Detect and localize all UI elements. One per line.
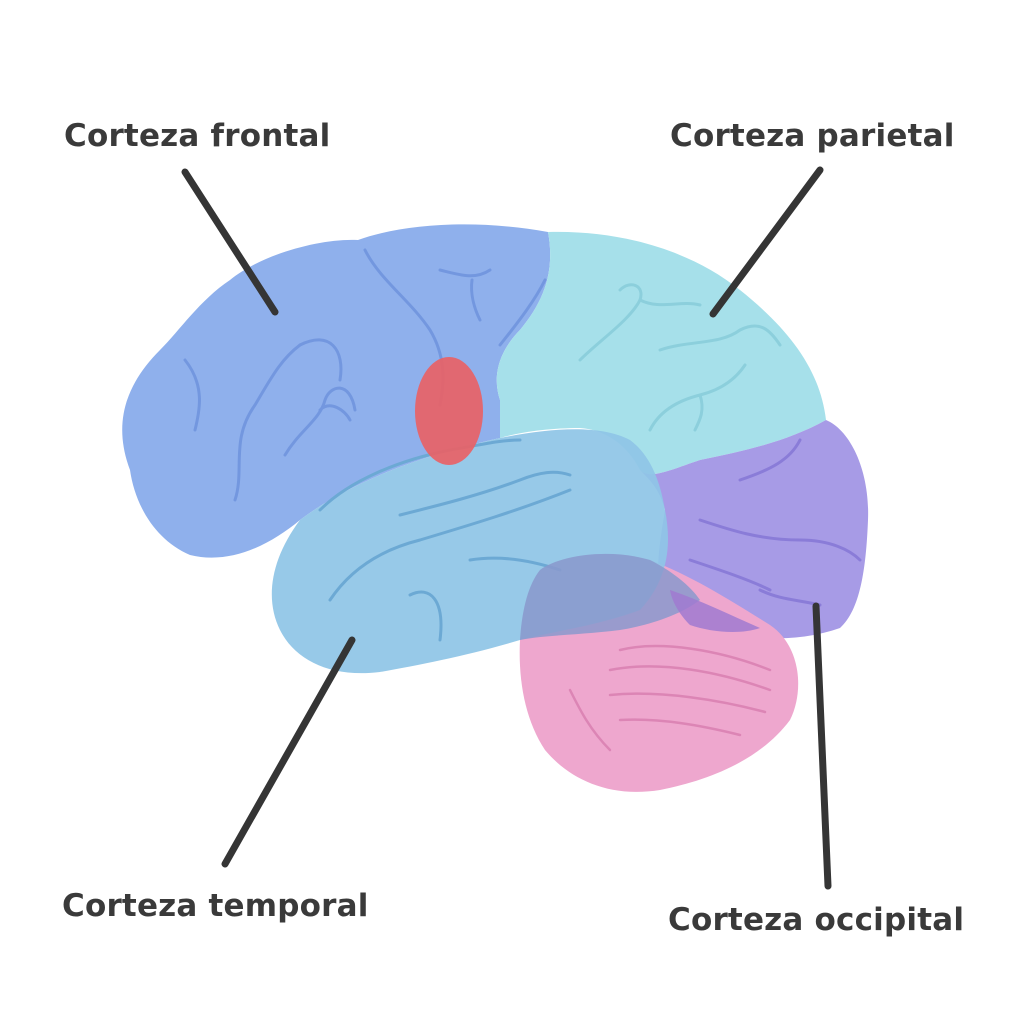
frontal-sulcus [233, 343, 302, 502]
frontal-sulcus [318, 404, 352, 422]
frontal-sulcus [498, 278, 547, 347]
frontal-cortex-label: Corteza frontal [64, 118, 331, 154]
temporal-sulcus [408, 590, 443, 642]
parietal-sulcus [658, 324, 782, 352]
cerebellum-fold [618, 644, 772, 672]
occipital-sulcus [698, 518, 862, 562]
occipital-cortex-label: Corteza occipital [668, 902, 965, 938]
temporal-sulcus [398, 470, 572, 517]
frontal-sulcus [183, 358, 201, 432]
temporal-leader-line [221, 636, 356, 868]
highlighted-area [415, 357, 483, 465]
cerebellum-fold [568, 688, 612, 752]
frontal-sulcus [438, 268, 492, 278]
frontal-lobe-region [122, 224, 551, 558]
brainstem-overlap-occipital [670, 590, 760, 632]
frontal-sulcus [298, 338, 343, 382]
parietal-leader-line [709, 166, 824, 318]
parietal-cortex-label: Corteza parietal [670, 118, 955, 154]
frontal-sulcus [283, 386, 357, 457]
parietal-lobe-region [496, 231, 826, 475]
frontal-sulcus [470, 278, 482, 322]
brainstem-overlap [520, 553, 700, 640]
occipital-leader-line [812, 602, 832, 890]
occipital-sulcus [738, 438, 802, 482]
parietal-sulcus [693, 393, 704, 432]
temporal-cortex-label: Corteza temporal [62, 888, 369, 924]
cerebellum-fold [608, 665, 772, 692]
parietal-sulcus [638, 298, 702, 307]
temporal-sulcus [328, 488, 572, 602]
frontal-leader-line [181, 168, 279, 316]
cerebellum-fold [618, 718, 742, 737]
occipital-sulcus [688, 558, 772, 592]
cerebellum-fold [608, 692, 767, 714]
